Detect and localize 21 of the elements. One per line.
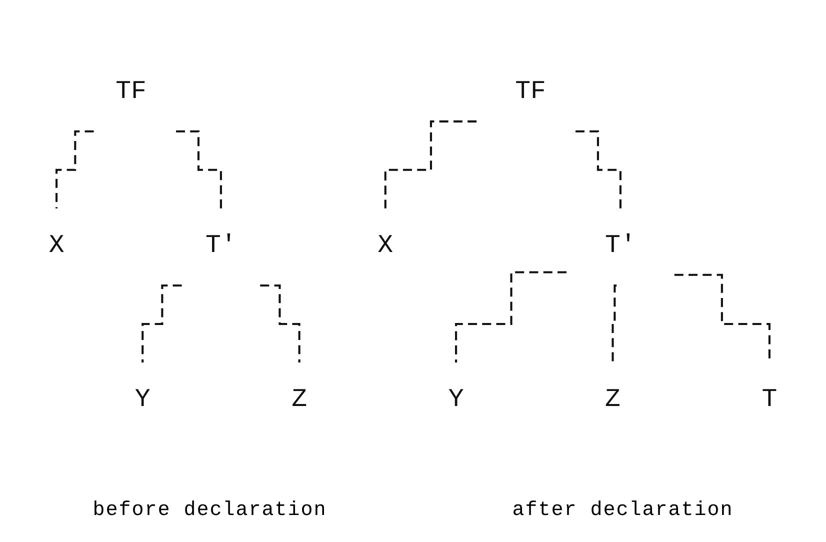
node-text: X <box>48 231 64 261</box>
caption-text: before declaration <box>92 499 327 522</box>
node-text: Y <box>134 385 150 415</box>
node-text: Y <box>448 385 464 415</box>
node-text: Z <box>292 385 308 415</box>
node-text: TF <box>515 76 546 106</box>
node-text: T <box>762 385 778 415</box>
connector <box>576 130 622 209</box>
node-text: TF <box>116 76 146 106</box>
connector <box>56 130 94 209</box>
node-text: T' <box>206 231 236 261</box>
connector <box>142 284 182 364</box>
connector <box>455 270 566 364</box>
node-text: T' <box>605 231 636 261</box>
connector <box>612 284 617 364</box>
node-text: X <box>378 231 394 261</box>
node-text: Z <box>605 385 620 415</box>
caption-text: after declaration <box>512 499 734 522</box>
connector <box>176 130 222 209</box>
connector <box>384 120 477 209</box>
connector <box>260 284 300 364</box>
